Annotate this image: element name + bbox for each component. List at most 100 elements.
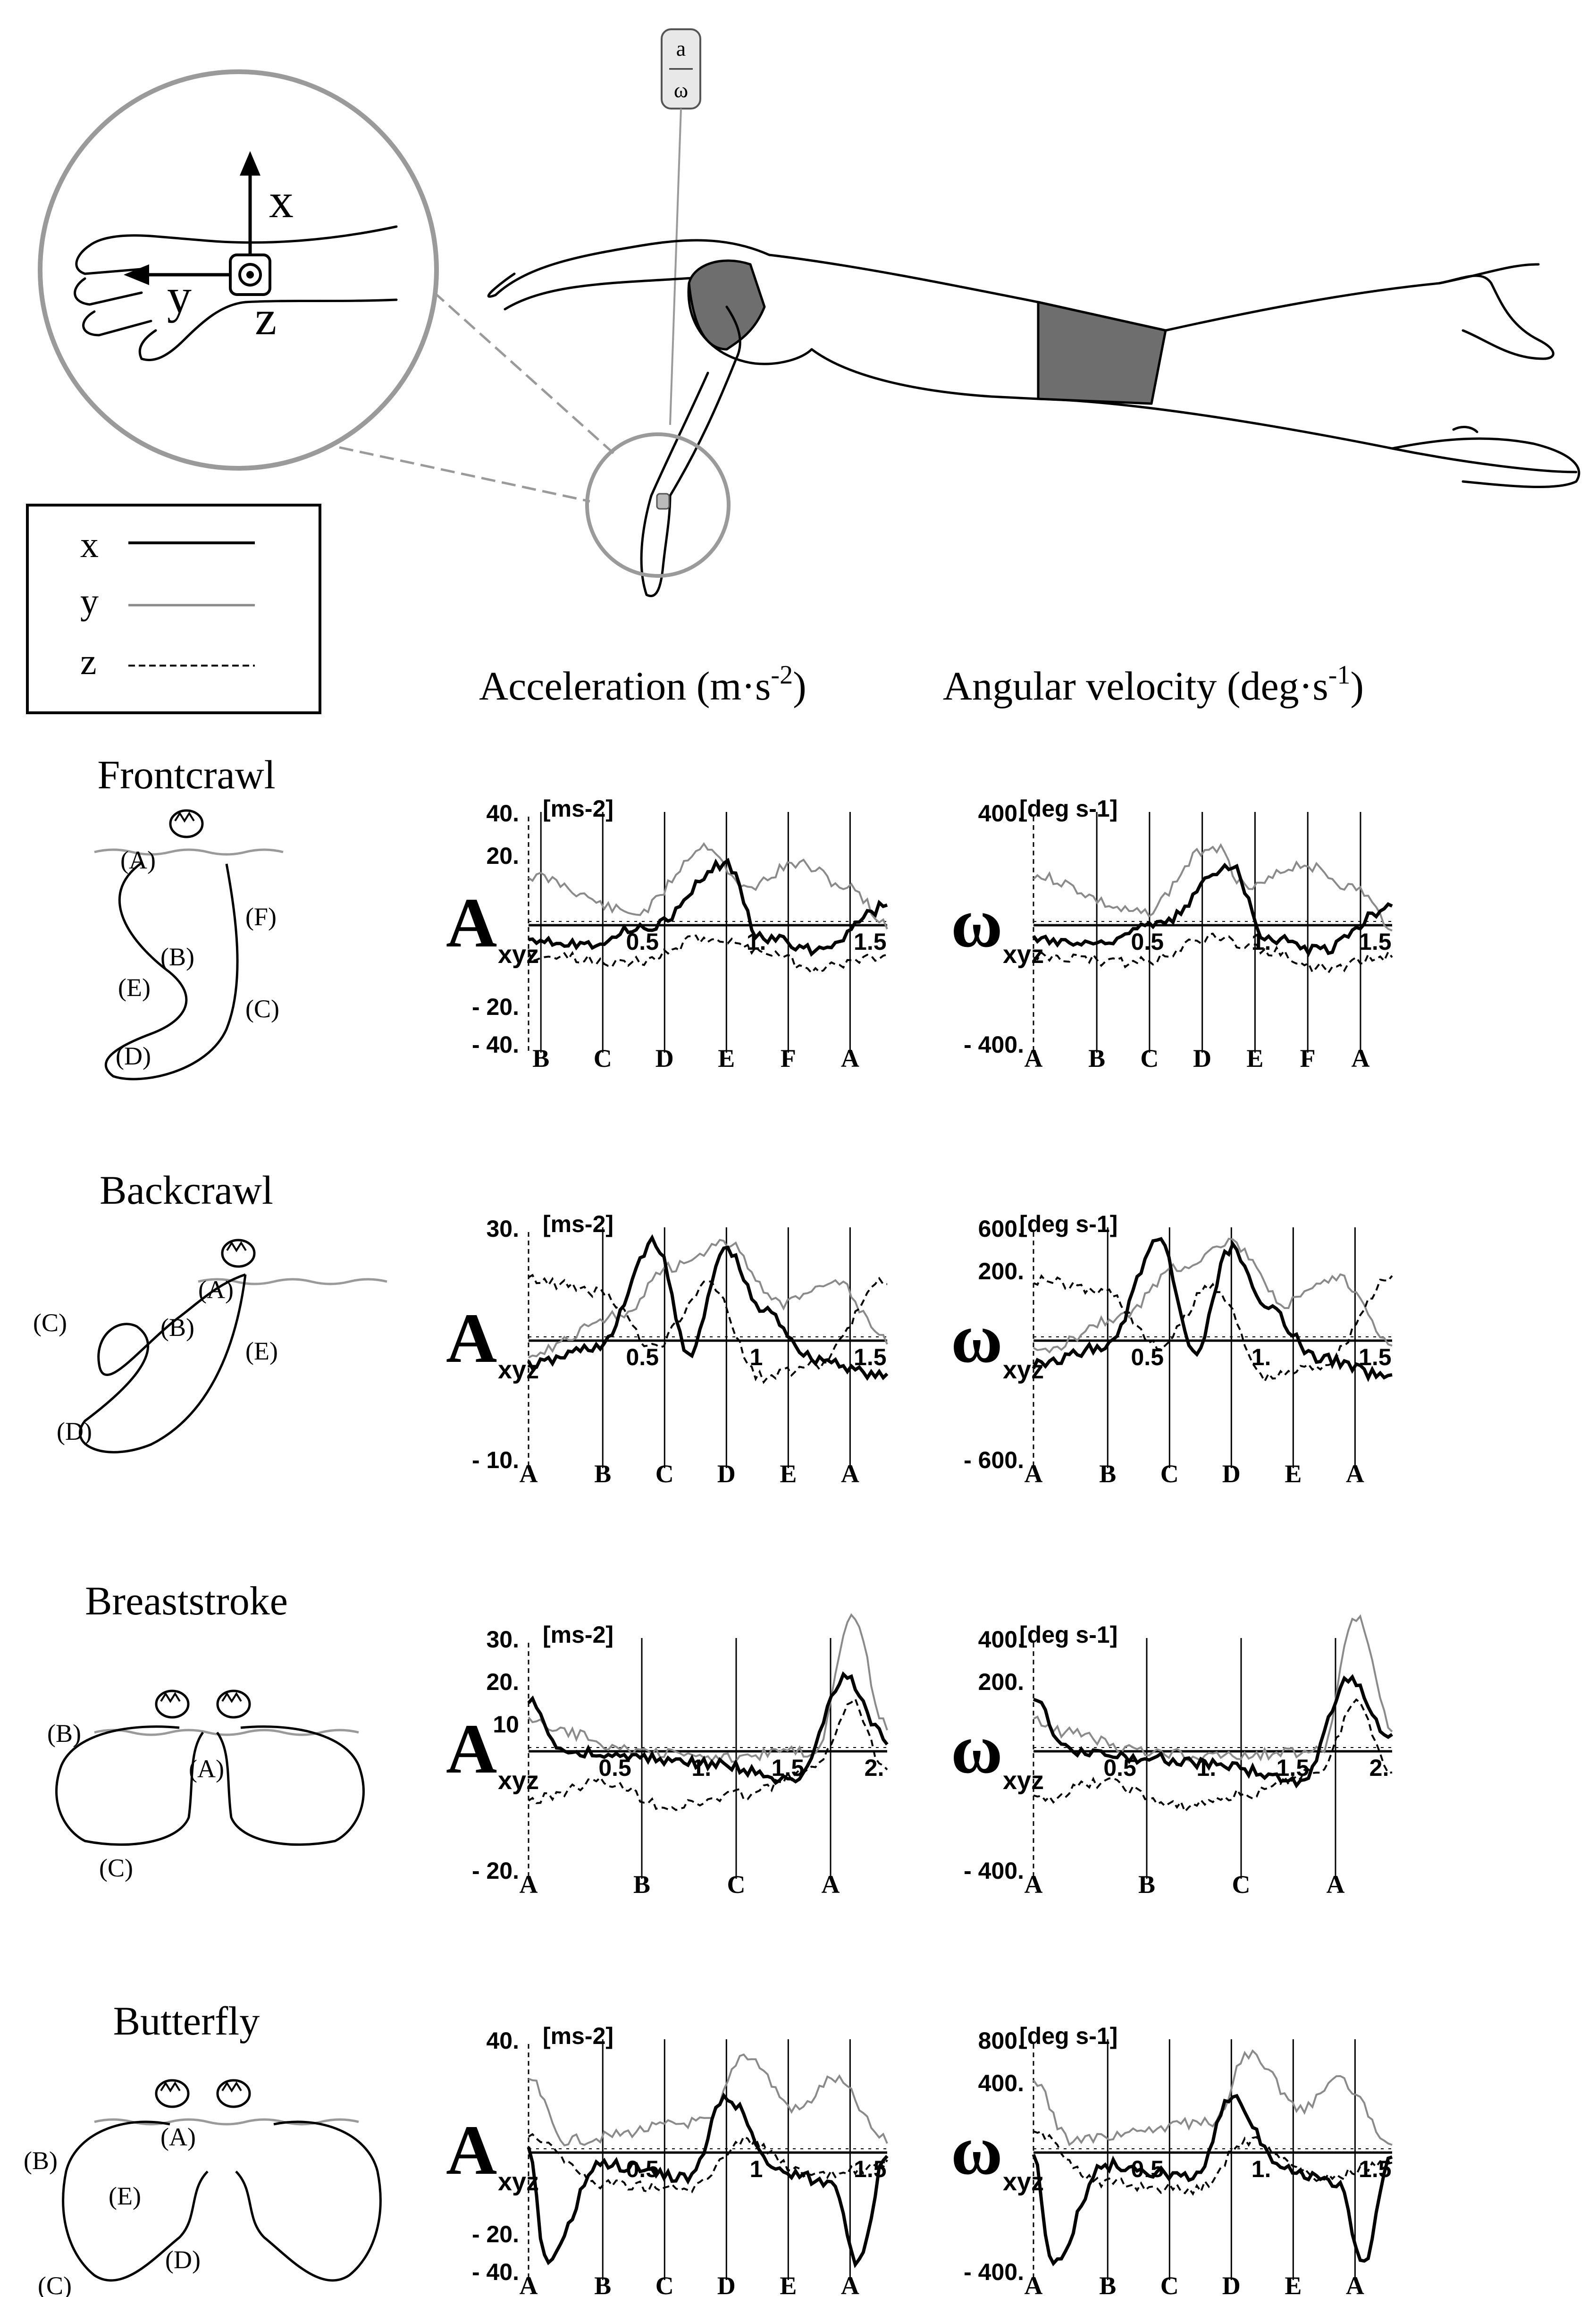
y-tick-label: - 20.	[472, 1858, 519, 1884]
stroke-path-label: (F)	[245, 903, 277, 931]
phase-label: A	[520, 1870, 538, 1899]
stroke-path-label: (A)	[198, 1275, 234, 1304]
y-tick-label: - 40.	[472, 1031, 519, 1058]
stroke-path-trajectory	[62, 2120, 209, 2282]
fist-fingers-icon	[174, 811, 195, 823]
plot-symbol: A	[446, 884, 497, 962]
y-tick-label: 30.	[486, 1626, 519, 1653]
stroke-title: Butterfly	[113, 1998, 260, 2044]
angular-velocity-column-header: Angular velocity (deg·s-1)	[943, 660, 1364, 709]
phase-label: C	[655, 1460, 674, 1488]
trace-y-axis	[528, 842, 888, 929]
x-tick-label: 1.	[1252, 1344, 1271, 1370]
stroke-path-trajectory	[104, 861, 239, 1081]
plot-unit-label: [deg s-1]	[1019, 1211, 1117, 1237]
trace-z-axis	[528, 1274, 888, 1385]
trace-z-axis	[528, 2133, 888, 2194]
phase-label: A	[1346, 1460, 1364, 1488]
sensor-tag: a ω	[661, 28, 701, 425]
legend: x y z	[26, 504, 321, 714]
fist-fingers-icon	[221, 2081, 242, 2093]
x-tick-label: 1.5	[772, 1755, 805, 1781]
stroke-title: Breaststroke	[85, 1578, 288, 1623]
phase-label: B	[1088, 1044, 1105, 1072]
plot-unit-label: [ms-2]	[543, 795, 613, 822]
swimmer-figure	[487, 239, 1580, 597]
legend-label-x: x	[80, 524, 99, 565]
phase-label: C	[655, 2272, 674, 2297]
x-tick-label: 1.5	[1359, 2156, 1392, 2182]
fist-icon	[155, 2079, 190, 2108]
trace-x-axis	[1032, 1237, 1393, 1382]
stroke-path-label: (E)	[118, 973, 151, 1002]
phase-label: A	[841, 1044, 859, 1072]
x-tick-label: 0.5	[598, 1755, 631, 1781]
swim-cap	[688, 259, 766, 351]
trace-x-axis	[527, 1234, 889, 1381]
x-tick-label: 1.5	[1277, 1755, 1310, 1781]
wrist-highlight-circle	[585, 432, 731, 578]
swim-trunks	[1037, 301, 1167, 405]
phase-label: A	[1025, 1870, 1043, 1899]
x-tick-label: 0.5	[1131, 1344, 1164, 1370]
phase-label: B	[594, 1460, 611, 1488]
phase-label: E	[1246, 1044, 1263, 1072]
phase-label: A	[1351, 1044, 1369, 1072]
trace-z-axis	[1033, 932, 1393, 975]
stroke-path-trajectory	[79, 1273, 247, 1453]
x-tick-label: 1.5	[1359, 929, 1392, 955]
y-tick-label: 600.	[978, 1216, 1024, 1242]
x-tick-label: 0.5	[1103, 1755, 1136, 1781]
stroke-path-label: (E)	[109, 2182, 141, 2210]
trace-x-axis	[527, 2092, 889, 2269]
phase-label: A	[822, 1870, 840, 1899]
fist-fingers-icon	[226, 1241, 247, 1252]
plot-symbol-subscript: xyz	[498, 1766, 539, 1795]
y-tick-label: 200.	[978, 1669, 1024, 1695]
phase-label: E	[780, 1460, 797, 1488]
phase-label: D	[1222, 2272, 1241, 2297]
y-tick-label: 400.	[978, 800, 1024, 827]
phase-label: B	[1099, 2272, 1116, 2297]
stroke-path-label: (D)	[116, 1042, 151, 1070]
fist-icon	[169, 809, 204, 838]
y-tick-label: 40.	[486, 800, 519, 827]
wrist-sensor	[656, 493, 670, 510]
stroke-path-label: (D)	[165, 2246, 201, 2274]
stroke-path-label: (C)	[245, 995, 279, 1023]
phase-label: E	[780, 2272, 797, 2297]
phase-label: A	[1025, 1460, 1043, 1488]
plot-unit-label: [ms-2]	[543, 1621, 613, 1648]
y-tick-label: 200.	[978, 1258, 1024, 1284]
trace-x-axis	[1032, 862, 1393, 957]
y-tick-label: - 20.	[472, 994, 519, 1020]
plot-symbol: A	[446, 1710, 497, 1788]
stroke-path-trajectory	[216, 1725, 365, 1846]
sensor-tag-accel-label: a	[676, 36, 686, 60]
phase-label: B	[532, 1044, 549, 1072]
fist-icon	[216, 1689, 251, 1719]
stroke-path-label: (C)	[33, 1309, 67, 1337]
fist-fingers-icon	[221, 1692, 242, 1703]
legend-label-z: z	[80, 641, 97, 682]
y-tick-label: 10	[493, 1711, 519, 1738]
y-tick-label: 20.	[486, 843, 519, 869]
trace-y-axis	[1033, 1614, 1393, 1762]
stroke-title: Frontcrawl	[97, 752, 275, 797]
x-tick-label: 1.	[1196, 1755, 1216, 1781]
fist-fingers-icon	[160, 2081, 181, 2093]
phase-label: C	[727, 1870, 746, 1899]
phase-label: F	[781, 1044, 796, 1072]
plot-symbol-subscript: xyz	[1003, 2168, 1044, 2196]
fist-fingers-icon	[160, 1692, 181, 1703]
